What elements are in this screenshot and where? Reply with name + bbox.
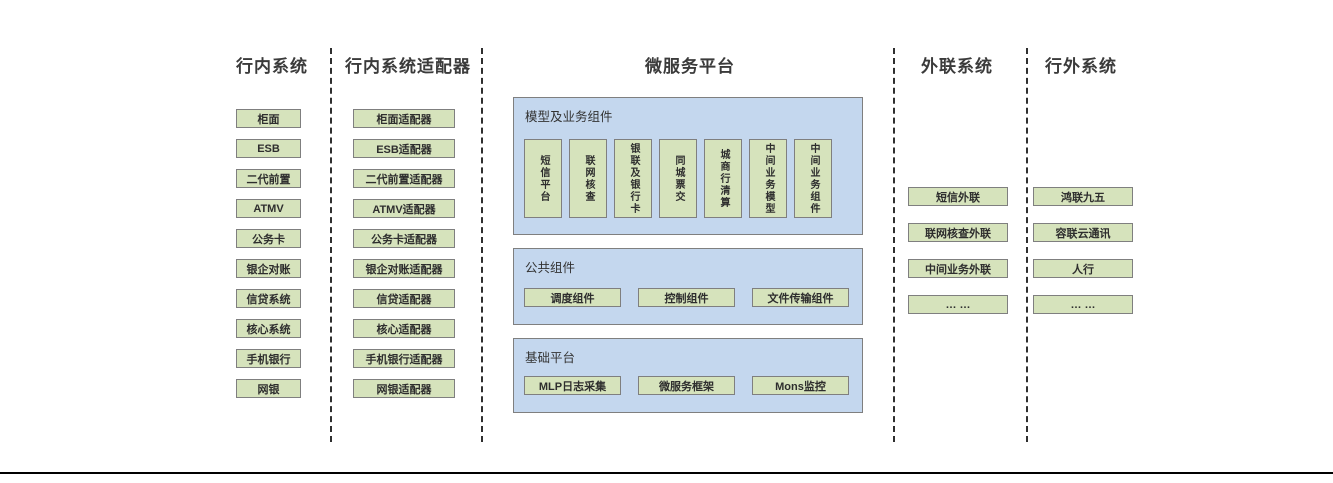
- component-box-city-bank-clearing: 城商行清算: [704, 139, 742, 218]
- component-box-city-bill-exchange: 同城票交: [659, 139, 697, 218]
- model-business-components-row: 短信平台 联网核查 银联及银行卡 同城票交 城商行清算 中间业务模型 中间业务组…: [524, 139, 832, 218]
- system-box-yinqiduizhang: 银企对账: [236, 259, 301, 278]
- component-box-mlp-log-collection: MLP日志采集: [524, 376, 621, 395]
- column-title-internal-systems: 行内系统: [236, 57, 308, 76]
- adapter-box-wangyin: 网银适配器: [353, 379, 455, 398]
- column-divider-2: [481, 48, 483, 442]
- adapter-box-esb: ESB适配器: [353, 139, 455, 158]
- component-box-sms-platform: 短信平台: [524, 139, 562, 218]
- external-box-network-check: 联网核查外联: [908, 223, 1008, 242]
- system-box-guimian: 柜面: [236, 109, 301, 128]
- outside-box-ellipsis: … …: [1033, 295, 1133, 314]
- panel-title-base-platform: 基础平台: [525, 351, 576, 365]
- column-title-outside-systems: 行外系统: [1045, 57, 1117, 76]
- outside-box-honglianjiuwu: 鸿联九五: [1033, 187, 1133, 206]
- external-box-ellipsis: … …: [908, 295, 1008, 314]
- component-label: 中间业务模型: [763, 142, 774, 215]
- internal-systems-list: 柜面 ESB 二代前置 ATMV 公务卡 银企对账 信贷系统 核心系统 手机银行…: [236, 109, 301, 398]
- adapter-box-atmv: ATMV适配器: [353, 199, 455, 218]
- system-box-shoujiyinhang: 手机银行: [236, 349, 301, 368]
- internal-adapters-list: 柜面适配器 ESB适配器 二代前置适配器 ATMV适配器 公务卡适配器 银企对账…: [353, 109, 455, 398]
- public-components-row: 调度组件 控制组件 文件传输组件: [524, 288, 849, 307]
- component-box-intermediate-business-component: 中间业务组件: [794, 139, 832, 218]
- component-box-scheduling: 调度组件: [524, 288, 621, 307]
- component-label: 银联及银行卡: [628, 142, 639, 215]
- panel-title-model-business: 模型及业务组件: [525, 110, 613, 124]
- outside-systems-list: 鸿联九五 容联云通讯 人行 … …: [1033, 187, 1133, 314]
- component-label: 中间业务组件: [808, 142, 819, 215]
- column-divider-3: [893, 48, 895, 442]
- external-box-intermediate-business: 中间业务外联: [908, 259, 1008, 278]
- column-title-external-link-systems: 外联系统: [921, 57, 993, 76]
- adapter-box-yinqiduizhang: 银企对账适配器: [353, 259, 455, 278]
- adapter-box-xindai: 信贷适配器: [353, 289, 455, 308]
- system-box-esb: ESB: [236, 139, 301, 158]
- component-box-unionpay-bankcard: 银联及银行卡: [614, 139, 652, 218]
- adapter-box-gongwuka: 公务卡适配器: [353, 229, 455, 248]
- model-business-components-panel: 模型及业务组件 短信平台 联网核查 银联及银行卡 同城票交 城商行清算 中间业务…: [513, 97, 863, 235]
- adapter-box-hexin: 核心适配器: [353, 319, 455, 338]
- external-box-sms: 短信外联: [908, 187, 1008, 206]
- column-divider-1: [330, 48, 332, 442]
- column-title-internal-adapters: 行内系统适配器: [345, 57, 471, 76]
- system-box-gongwuka: 公务卡: [236, 229, 301, 248]
- outside-box-ronglianyun: 容联云通讯: [1033, 223, 1133, 242]
- system-box-xindai: 信贷系统: [236, 289, 301, 308]
- system-box-hexin: 核心系统: [236, 319, 301, 338]
- column-title-microservice-platform: 微服务平台: [645, 57, 735, 76]
- system-box-erdaiqianzhi: 二代前置: [236, 169, 301, 188]
- public-components-panel: 公共组件 调度组件 控制组件 文件传输组件: [513, 248, 863, 325]
- component-box-control: 控制组件: [638, 288, 735, 307]
- component-box-network-check: 联网核查: [569, 139, 607, 218]
- adapter-box-guimian: 柜面适配器: [353, 109, 455, 128]
- component-box-microservice-framework: 微服务框架: [638, 376, 735, 395]
- component-label: 同城票交: [673, 154, 684, 203]
- external-link-systems-list: 短信外联 联网核查外联 中间业务外联 … …: [908, 187, 1008, 314]
- component-label: 短信平台: [538, 154, 549, 203]
- base-platform-panel: 基础平台 MLP日志采集 微服务框架 Mons监控: [513, 338, 863, 413]
- bottom-rule: [0, 472, 1333, 474]
- column-divider-4: [1026, 48, 1028, 442]
- adapter-box-erdaiqianzhi: 二代前置适配器: [353, 169, 455, 188]
- system-box-atmv: ATMV: [236, 199, 301, 218]
- component-box-mons-monitoring: Mons监控: [752, 376, 849, 395]
- outside-box-renhang: 人行: [1033, 259, 1133, 278]
- panel-title-public-components: 公共组件: [525, 261, 576, 275]
- system-box-wangyin: 网银: [236, 379, 301, 398]
- component-label: 城商行清算: [718, 148, 729, 209]
- component-box-file-transfer: 文件传输组件: [752, 288, 849, 307]
- adapter-box-shoujiyinhang: 手机银行适配器: [353, 349, 455, 368]
- component-box-intermediate-business-model: 中间业务模型: [749, 139, 787, 218]
- base-platform-row: MLP日志采集 微服务框架 Mons监控: [524, 376, 849, 395]
- component-label: 联网核查: [583, 154, 594, 203]
